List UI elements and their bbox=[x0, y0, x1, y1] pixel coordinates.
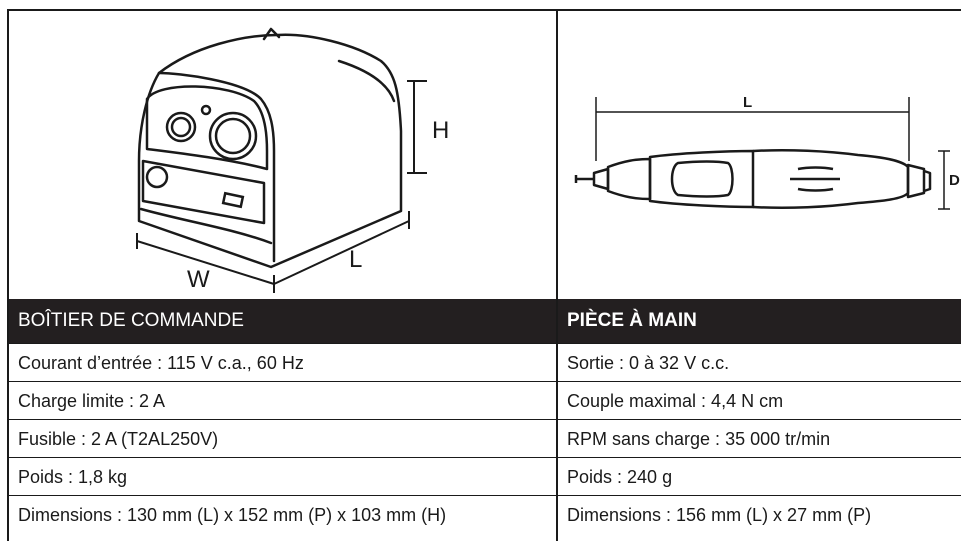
handpiece-illustration: L bbox=[558, 11, 961, 299]
spec-row-no-load-rpm: RPM sans charge : 35 000 tr/min bbox=[558, 419, 961, 457]
length-label: L bbox=[743, 94, 752, 111]
control-box-drawing: H W L bbox=[136, 27, 449, 293]
control-box-illustration: H W L bbox=[9, 11, 556, 299]
handpiece-drawing: L bbox=[574, 94, 960, 210]
spec-row-load-limit: Charge limite : 2 A bbox=[9, 381, 556, 419]
spec-row-fuse: Fusible : 2 A (T2AL250V) bbox=[9, 419, 556, 457]
handpiece-header: PIÈCE À MAIN bbox=[558, 299, 961, 343]
spec-row-input-current: Courant d’entrée : 115 V c.a., 60 Hz bbox=[9, 343, 556, 381]
spec-row-output: Sortie : 0 à 32 V c.c. bbox=[558, 343, 961, 381]
height-label: H bbox=[432, 117, 449, 144]
spec-row-box-weight: Poids : 1,8 kg bbox=[9, 457, 556, 495]
spec-row-max-torque: Couple maximal : 4,4 N cm bbox=[558, 381, 961, 419]
spec-row-box-dimensions: Dimensions : 130 mm (L) x 152 mm (P) x 1… bbox=[9, 495, 556, 533]
column-divider bbox=[556, 11, 558, 541]
diameter-label: D bbox=[949, 172, 960, 189]
length-label: L bbox=[349, 246, 362, 273]
control-box-header: BOÎTIER DE COMMANDE bbox=[9, 299, 556, 343]
width-label: W bbox=[187, 266, 210, 293]
spec-row-handpiece-dimensions: Dimensions : 156 mm (L) x 27 mm (P) bbox=[558, 495, 961, 533]
spec-row-handpiece-weight: Poids : 240 g bbox=[558, 457, 961, 495]
spec-sheet: H W L L bbox=[7, 9, 961, 541]
